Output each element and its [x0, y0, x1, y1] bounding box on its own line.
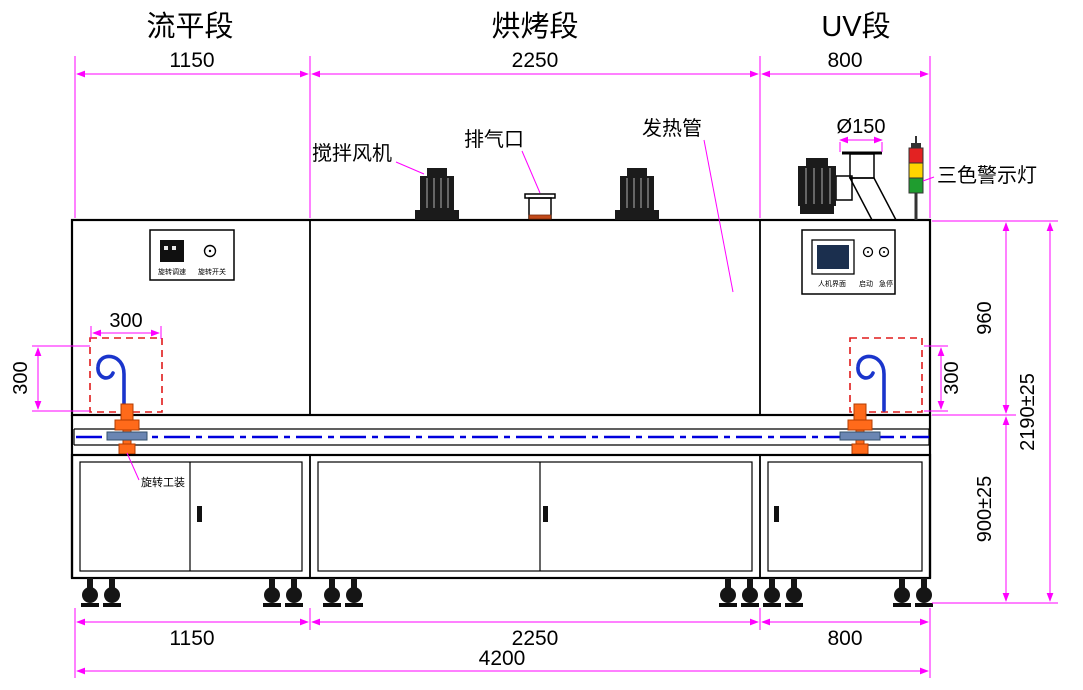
- caster: [263, 578, 281, 607]
- cabinet-doors-middle: [317, 461, 753, 572]
- hmi-screen: [811, 239, 855, 275]
- panel-label-speed: 旋转调速: [158, 267, 186, 276]
- panel-label-hmi: 人机界面: [818, 279, 846, 288]
- rotary-fixture-left: [106, 403, 148, 455]
- label-tricolor-light: 三色警示灯: [937, 164, 1037, 187]
- caster: [103, 578, 121, 607]
- cabinet-doors-right: [767, 461, 923, 572]
- panel-label-start: 启动: [859, 279, 873, 288]
- callouts: 搅拌风机 排气口 发热管 三色警示灯 旋转工装: [126, 117, 1037, 489]
- door-handle-middle: [543, 506, 548, 522]
- start-button: [862, 246, 874, 258]
- dimensions-fixture-zones: 300 300 300: [10, 310, 963, 412]
- dimensions-top: 1150 2250 800: [74, 49, 931, 218]
- lamp-cap: [911, 143, 921, 148]
- caster: [345, 578, 363, 607]
- stir-fan-motor-left: [414, 167, 460, 221]
- section-title-baking: 烘烤段: [491, 10, 578, 43]
- dim-total-4200: 4200: [479, 647, 526, 670]
- section-title-leveling: 流平段: [146, 10, 233, 43]
- estop-button: [878, 246, 890, 258]
- dimensions-bottom: 1150 2250 800 4200: [74, 608, 931, 678]
- caster: [893, 578, 911, 607]
- dim-bottom-1150: 1150: [169, 627, 214, 650]
- lamp-red: [908, 147, 924, 164]
- conveyor-beam: [73, 428, 930, 446]
- tricolor-warning-light: [908, 136, 924, 220]
- section-titles: 流平段 烘烤段 UV段: [146, 10, 890, 43]
- hanging-hook-right: [856, 354, 886, 412]
- exhaust-port: [524, 193, 556, 221]
- rooftop-equipment: [414, 136, 924, 221]
- rotation-switch-knob: [203, 244, 217, 258]
- dim-height-2190: 2190±25: [1017, 373, 1039, 451]
- casters: [81, 578, 933, 607]
- left-control-panel: 旋转调速 旋转开关: [149, 229, 235, 281]
- door-handle-right: [774, 506, 779, 522]
- uv-duct: [848, 177, 898, 221]
- caster: [763, 578, 781, 607]
- cabinet-doors-left: [79, 461, 303, 572]
- stir-fan-motor-right: [614, 167, 660, 221]
- label-rotary-fixture: 旋转工装: [141, 475, 185, 489]
- lamp-green: [908, 177, 924, 194]
- section-title-uv: UV段: [821, 10, 890, 43]
- label-stir-fan: 搅拌风机: [312, 142, 392, 165]
- speed-display: [160, 240, 184, 262]
- uv-control-panel: 人机界面 启动 急停: [801, 229, 896, 295]
- caster: [785, 578, 803, 607]
- dim-height-900: 900±25: [974, 476, 996, 543]
- panel-label-stop: 急停: [879, 279, 893, 288]
- caster: [741, 578, 759, 607]
- dim-height-960: 960: [974, 301, 996, 334]
- oven-body: [70, 218, 932, 417]
- dim-hook-height-left-300: 300: [10, 361, 32, 394]
- door-handle-left: [197, 506, 202, 522]
- lamp-yellow: [908, 162, 924, 179]
- dim-hook-height-right-300: 300: [941, 361, 963, 394]
- dim-hook-width-300: 300: [109, 310, 142, 332]
- dim-top-2250: 2250: [512, 49, 559, 72]
- dim-bottom-2250: 2250: [512, 627, 559, 650]
- caster: [323, 578, 341, 607]
- hanging-hook-left: [96, 354, 126, 412]
- dim-top-1150: 1150: [169, 49, 214, 72]
- caster: [719, 578, 737, 607]
- panel-label-switch: 旋转开关: [198, 267, 226, 276]
- base-cabinet: [70, 453, 932, 580]
- uv-blower-assembly: [798, 151, 898, 221]
- label-heater-tube: 发热管: [642, 117, 702, 140]
- fixture-zone-right: [849, 337, 923, 413]
- caster: [285, 578, 303, 607]
- caster: [915, 578, 933, 607]
- rotary-fixture-right: [839, 403, 881, 455]
- caster: [81, 578, 99, 607]
- dimension-flange: Ø150: [837, 116, 886, 152]
- label-exhaust-port: 排气口: [464, 128, 524, 151]
- dim-bottom-800: 800: [827, 627, 862, 650]
- dimensions-right: 960 900±25 2190±25: [932, 220, 1058, 604]
- exhaust-stack: [849, 153, 875, 179]
- dim-flange-dia: Ø150: [837, 116, 886, 138]
- dim-top-800: 800: [827, 49, 862, 72]
